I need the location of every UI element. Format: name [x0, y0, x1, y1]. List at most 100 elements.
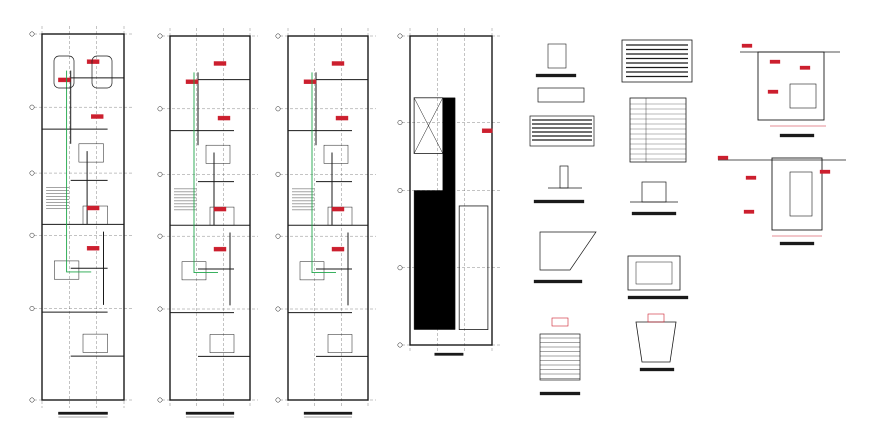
outer-wall [287, 35, 369, 401]
notes-box [537, 87, 585, 103]
red-note-tag [58, 77, 71, 83]
red-note-tag [769, 59, 781, 64]
detail-title-bar [535, 73, 577, 78]
outer-wall [41, 33, 125, 401]
axis-bubble [275, 397, 281, 403]
axis-bubble [157, 233, 163, 239]
notes-table [529, 115, 595, 147]
red-note-tag [86, 246, 100, 251]
general-notes-box [621, 39, 693, 83]
chamber-cap [647, 313, 665, 323]
detail-column-2 [621, 39, 693, 372]
axis-bubble [275, 306, 281, 312]
detail-title-bar [533, 199, 585, 204]
roof-terrace [458, 205, 489, 330]
axis-bubble [157, 306, 163, 312]
red-note-tag [303, 79, 317, 84]
legend-table [629, 97, 687, 163]
furniture-bed [205, 144, 231, 164]
roof-panel-diag [413, 97, 444, 154]
plan-2 [157, 28, 258, 418]
axis-bubble [275, 106, 281, 112]
red-note-tag [185, 79, 199, 84]
piping-line [311, 72, 336, 274]
plan-title-bar [303, 411, 353, 415]
detail-title-bar [779, 241, 815, 246]
plan-4 [397, 28, 500, 356]
axis-bubble [157, 397, 163, 403]
detail-title-bar [533, 279, 583, 284]
axis-bubble [29, 232, 35, 238]
brick-wall-detail [539, 317, 581, 396]
plan-title-bar [58, 411, 108, 415]
furniture-bed [78, 143, 104, 163]
furniture-bed [323, 144, 349, 164]
axis-bubble [275, 233, 281, 239]
red-note-tag [767, 89, 779, 94]
box-detail [627, 255, 681, 291]
red-note-tag [86, 205, 100, 211]
chamber-detail [635, 321, 677, 363]
axis-bubble [397, 265, 403, 271]
detail-column-1 [529, 43, 597, 284]
detail-title-bar [627, 295, 689, 300]
outer-wall [409, 35, 493, 346]
plan-3 [275, 28, 376, 418]
furniture-bed [209, 334, 235, 353]
red-note-tag [799, 65, 811, 70]
axis-bubble [157, 171, 163, 177]
red-note-tag [335, 115, 349, 121]
red-note-tag [743, 209, 755, 214]
box-inner [635, 261, 673, 285]
red-note-tag [819, 169, 831, 174]
axis-bubble [275, 33, 281, 39]
axis-bubble [397, 188, 403, 193]
red-note-tag [717, 155, 729, 160]
axis-bubble [157, 33, 163, 39]
axis-bubble [29, 397, 35, 403]
trap-detail [539, 231, 597, 271]
furniture-bed [82, 333, 108, 353]
detail-column-3 [717, 43, 846, 246]
outer-wall [169, 35, 251, 401]
axis-bubble [275, 171, 281, 177]
car-icon [53, 55, 75, 89]
detail-title-bar [539, 391, 581, 396]
red-note-tag [213, 206, 227, 212]
axis-bubble [397, 342, 403, 348]
tank-section [757, 51, 825, 121]
tank-inner [789, 83, 817, 109]
plan-title-bar [434, 352, 464, 356]
red-note-tag [331, 206, 345, 212]
brick-wall [539, 333, 581, 381]
brick-cap [551, 317, 569, 327]
axis-bubble [397, 33, 403, 39]
well-section [771, 157, 823, 231]
well-inner [789, 171, 813, 217]
red-note-tag [213, 246, 227, 252]
roof-hatch [413, 97, 456, 330]
red-note-tag [741, 43, 753, 48]
axis-bubble [397, 120, 403, 125]
axis-bubble [29, 306, 35, 311]
axis-bubble [157, 106, 163, 112]
furniture-bed [327, 334, 353, 353]
red-note-tag [745, 175, 757, 180]
axis-bubble [29, 170, 35, 176]
red-note-tag [481, 128, 493, 133]
plan-title-bar [185, 411, 235, 415]
red-note-tag [217, 115, 231, 121]
manhole-icon [641, 181, 667, 203]
red-note-tag [213, 61, 227, 66]
axis-bubble [29, 104, 35, 110]
car-icon [91, 55, 113, 89]
plan-1 [29, 26, 132, 418]
red-note-tag [86, 59, 100, 64]
axis-bubble [29, 31, 35, 37]
piping-line [66, 70, 92, 273]
detail-title-bar [779, 133, 815, 138]
red-note-tag [331, 61, 345, 66]
detail-title-bar [639, 367, 675, 372]
